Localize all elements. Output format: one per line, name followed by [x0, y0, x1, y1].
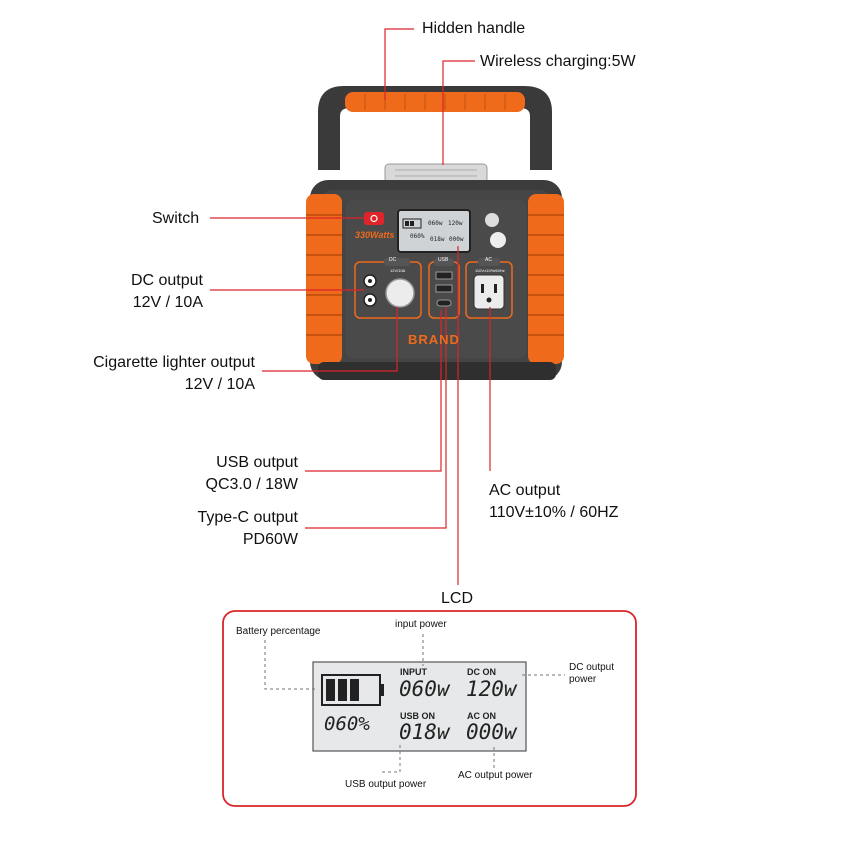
- usbc-port-icon: [436, 299, 452, 307]
- usb-output-label: USB output: [216, 454, 298, 471]
- switch-label: Switch: [152, 210, 200, 227]
- usb-port-icon: [435, 284, 453, 293]
- ac-outlet-icon: [473, 274, 505, 310]
- lcd-leader-lines: [264, 634, 565, 773]
- lcd-ac-title: AC ON: [467, 711, 496, 721]
- wireless-charging-label: Wireless charging:5W: [480, 53, 636, 70]
- dc-output-label: DC output: [130, 272, 203, 289]
- lcd-dc-value: 120w: [466, 677, 517, 701]
- mini-lcd-ac: 000w: [449, 236, 464, 243]
- dc-output-spec: 12V / 10A: [132, 294, 203, 311]
- usb-output-power-label: USB output power: [345, 779, 427, 790]
- usb-port-icon: [435, 271, 453, 280]
- right-bumper: [528, 194, 564, 364]
- ac-port-label: 110V±10%/60Hz: [475, 268, 505, 273]
- hidden-handle-label: Hidden handle: [422, 20, 526, 37]
- lcd-usb-value: 018w: [399, 720, 450, 744]
- ac-output-label: AC output: [489, 482, 561, 499]
- lcd-percent-value: 060%: [324, 713, 370, 735]
- watts-badge: 330Watts: [355, 230, 395, 240]
- lcd-screen: [312, 661, 527, 752]
- wireless-pad-icon: [490, 232, 506, 248]
- usb-tag: USB: [438, 257, 449, 263]
- mini-lcd-percent: 060%: [410, 233, 425, 240]
- lcd-input-value: 060w: [399, 677, 450, 701]
- typec-output-spec: PD60W: [242, 531, 298, 548]
- left-bumper: [306, 194, 342, 364]
- mini-lcd-input: 060w: [428, 220, 443, 227]
- dc-tag: DC: [389, 257, 397, 263]
- ac-tag: AC: [485, 257, 492, 263]
- brand-logo: BRAND: [408, 332, 460, 347]
- lcd-input-title: INPUT: [400, 667, 427, 677]
- usb-output-spec: QC3.0 / 18W: [205, 476, 298, 493]
- lcd-ac-value: 000w: [466, 720, 517, 744]
- typec-output-label: Type-C output: [197, 509, 299, 526]
- cigarette-socket-icon: [385, 278, 415, 308]
- dc-port-label: 12V/10A: [390, 268, 406, 273]
- lcd-label: LCD: [441, 590, 474, 607]
- ac-output-spec: 110V±10% / 60HZ: [489, 504, 619, 521]
- input-power-label: input power: [395, 619, 447, 630]
- dc-output-power-label: DC output power: [569, 662, 615, 685]
- battery-icon: [321, 674, 384, 706]
- lcd-dc-title: DC ON: [467, 667, 496, 677]
- cigarette-output-label: Cigarette lighter output: [93, 354, 255, 371]
- mini-lcd-usb: 018w: [430, 236, 445, 243]
- ac-output-power-label: AC output power: [458, 770, 533, 781]
- cigarette-output-spec: 12V / 10A: [184, 376, 255, 393]
- callout-lines: [210, 28, 491, 585]
- handle: [318, 86, 552, 170]
- light-button-icon: [485, 213, 499, 227]
- power-switch-icon: [364, 212, 384, 225]
- battery-percentage-label: Battery percentage: [236, 626, 321, 637]
- mini-lcd-dc: 120w: [448, 220, 463, 227]
- lcd-usb-title: USB ON: [400, 711, 436, 721]
- mini-lcd: [397, 209, 471, 253]
